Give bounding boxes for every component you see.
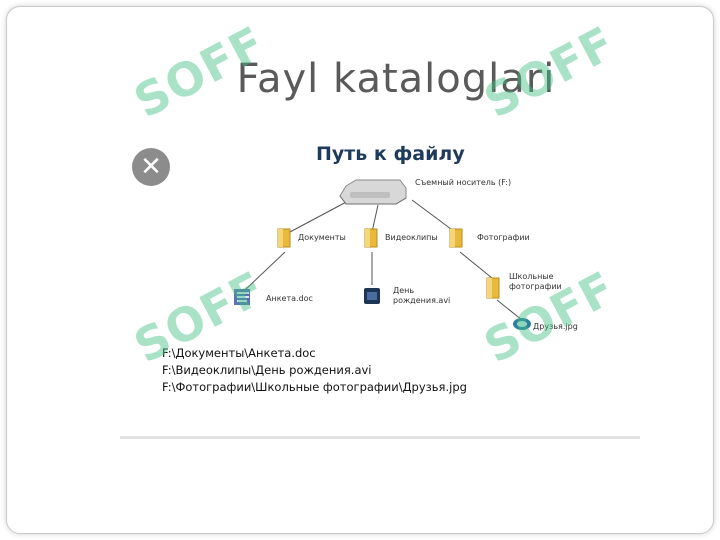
link-documents-doc [244, 251, 286, 291]
folder-photos-label: Фотографии [477, 233, 530, 242]
video-icon [364, 288, 380, 304]
folder-documents-label: Документы [298, 233, 346, 242]
slide-frame [6, 6, 714, 534]
file-photo-label: Друзья.jpg [533, 322, 578, 331]
document-icon [234, 289, 250, 305]
link-photos-school [459, 251, 493, 279]
drive-icon [339, 179, 407, 205]
close-icon[interactable]: ✕ [132, 148, 170, 186]
link-root-videos [371, 204, 379, 233]
path-line-3: F:\Фотографии\Школьные фотографии\Друзья… [162, 380, 467, 394]
link-root-photos [411, 199, 456, 233]
folder-school-photos-label: Школьные фотографии [509, 272, 562, 291]
file-doc-label: Анкета.doc [266, 294, 313, 303]
folder-icon [486, 277, 500, 299]
image-icon [513, 318, 531, 330]
link-root-documents [289, 199, 351, 233]
folder-videos-label: Видеоклипы [385, 233, 438, 242]
divider [120, 436, 640, 439]
path-line-1: F:\Документы\Анкета.doc [162, 346, 316, 360]
folder-icon [449, 228, 463, 248]
folder-icon [277, 228, 291, 248]
path-list: F:\Документы\Анкета.doc F:\Видеоклипы\Де… [162, 345, 467, 396]
link-school-photo [496, 299, 523, 321]
folder-icon [364, 228, 378, 248]
path-line-2: F:\Видеоклипы\День рождения.avi [162, 363, 372, 377]
slide-title: Fayl kataloglari [236, 56, 556, 102]
file-video-label: День рождения.avi [393, 286, 451, 305]
root-label: Съемный носитель (F:) [415, 178, 512, 187]
diagram-title: Путь к файлу [316, 143, 465, 165]
